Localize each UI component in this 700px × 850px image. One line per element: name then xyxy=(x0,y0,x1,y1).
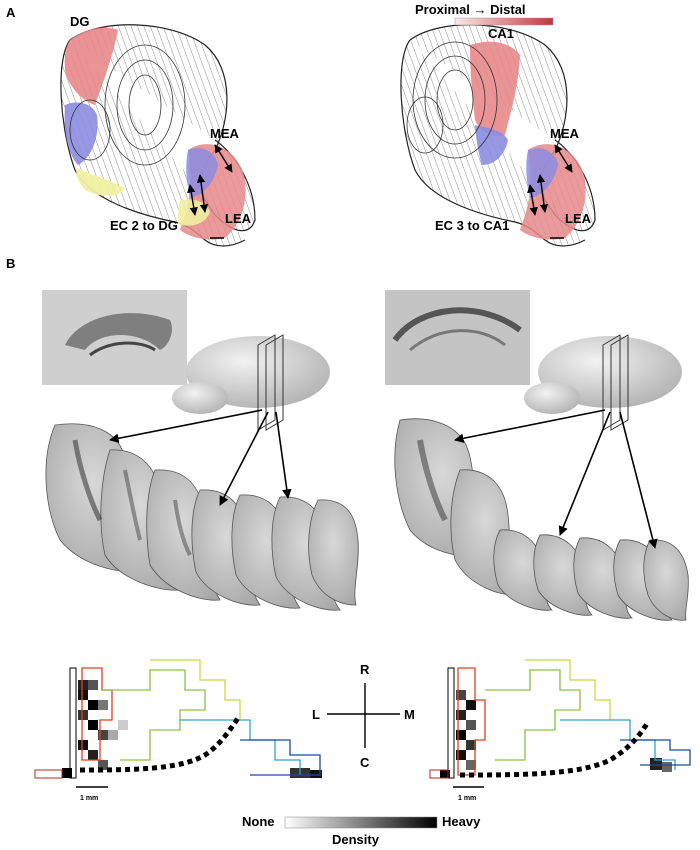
histology-inset-left xyxy=(42,290,187,385)
orientation-compass xyxy=(327,683,400,748)
mea-label-left: MEA xyxy=(210,126,240,141)
dg-label: DG xyxy=(70,14,90,29)
panel-b-label: B xyxy=(6,256,15,271)
compass-west: L xyxy=(312,707,320,722)
density-map-left xyxy=(34,659,322,788)
legend-proximal-distal: Proximal → Distal xyxy=(415,2,526,17)
slice-arrows xyxy=(109,409,658,549)
scale-label-right: 1 mm xyxy=(458,795,476,802)
compass-east: M xyxy=(404,707,415,722)
dg-yellow-zone xyxy=(76,168,125,196)
lea-label-left: LEA xyxy=(225,211,252,226)
density-map-right xyxy=(429,659,691,788)
mea-label-right: MEA xyxy=(550,126,580,141)
slice-stack-right xyxy=(394,418,689,621)
map-ec3-to-ca1 xyxy=(400,24,596,247)
density-legend-low: None xyxy=(242,814,275,829)
density-gradient-bar xyxy=(284,816,438,829)
density-legend-title: Density xyxy=(332,832,380,847)
proximal-distal-gradient xyxy=(454,17,554,26)
dg-red-zone xyxy=(64,27,118,106)
dg-blue-zone xyxy=(64,102,98,165)
compass-south: C xyxy=(360,755,370,770)
brain-render-right xyxy=(524,334,682,431)
scale-label-left: 1 mm xyxy=(80,795,98,802)
ca1-red-zone xyxy=(470,41,520,136)
panel-a-label: A xyxy=(6,5,16,20)
map-ec2-to-dg xyxy=(60,24,256,247)
slice-stack-left xyxy=(45,423,359,611)
caption-ec3-to-ca1: EC 3 to CA1 xyxy=(435,218,509,233)
lea-label-right: LEA xyxy=(565,211,592,226)
ca1-label: CA1 xyxy=(488,26,514,41)
compass-north: R xyxy=(360,662,370,677)
ca1-blue-zone xyxy=(475,125,508,165)
histology-inset-right xyxy=(385,290,530,385)
density-cells-right xyxy=(440,690,672,778)
brain-render-left xyxy=(172,334,330,431)
density-legend-high: Heavy xyxy=(442,814,481,829)
caption-ec2-to-dg: EC 2 to DG xyxy=(110,218,178,233)
